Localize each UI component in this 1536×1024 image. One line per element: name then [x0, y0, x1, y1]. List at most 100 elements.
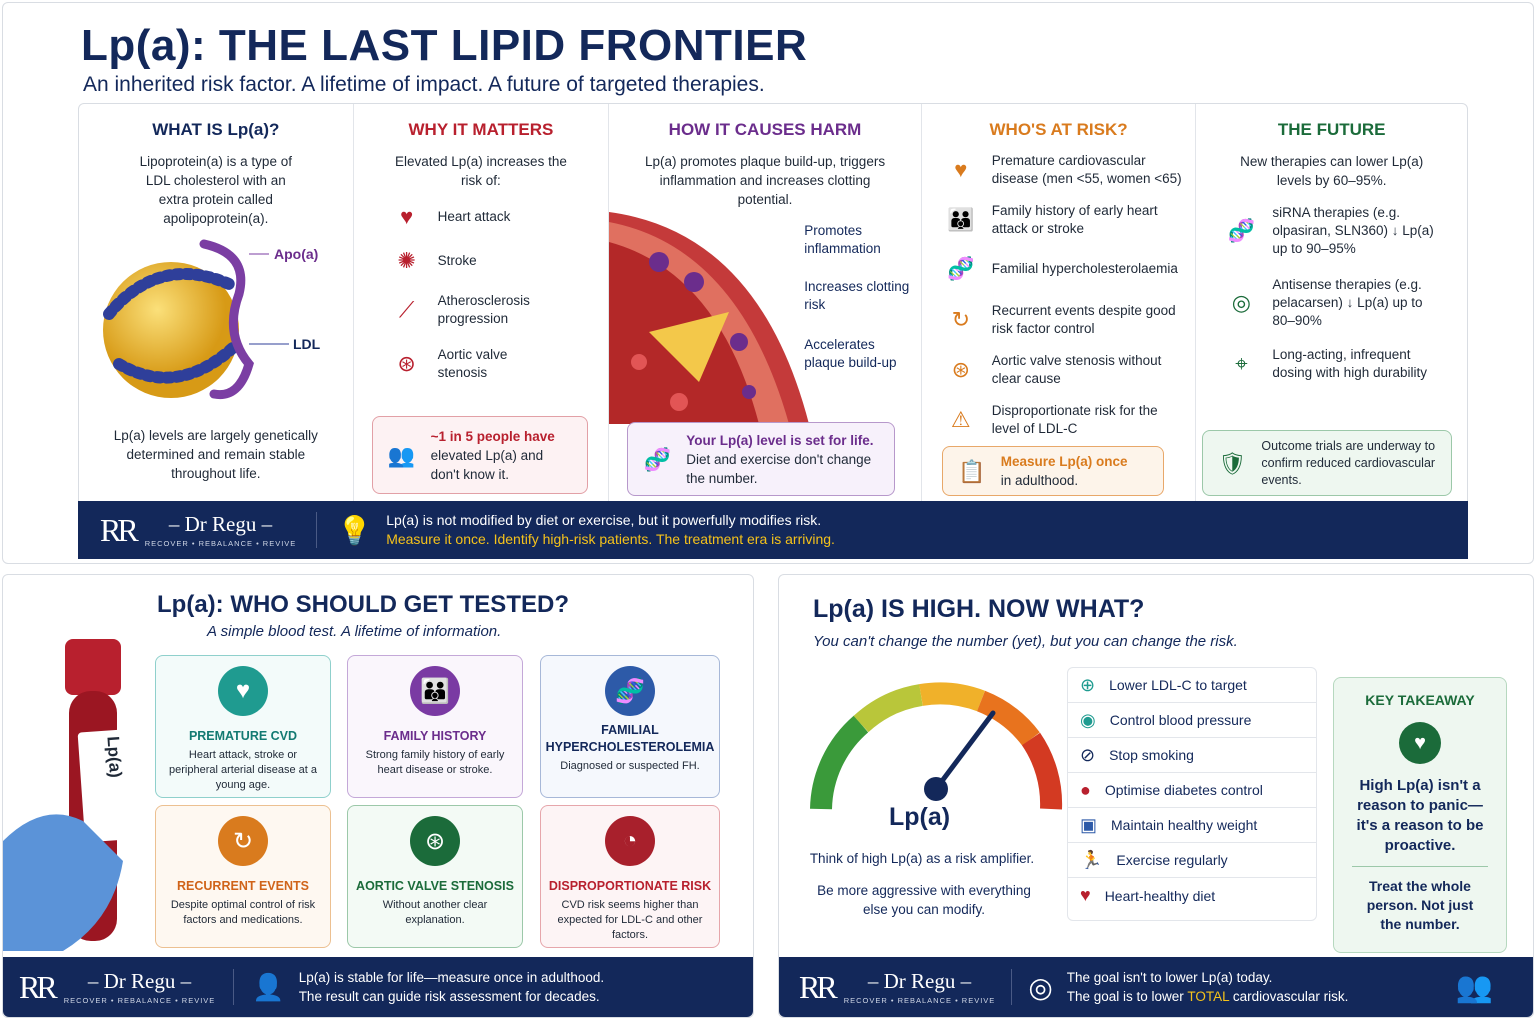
- column-how-harm: HOW IT CAUSES HARM Lp(a) promotes plaque…: [609, 104, 922, 502]
- prevalence-callout: 👥 ~1 in 5 people have elevated Lp(a) and…: [371, 416, 588, 494]
- what-heading: WHAT IS Lp(a)?: [152, 120, 280, 139]
- page-title: Lp(a): THE LAST LIPID FRONTIER: [81, 21, 808, 70]
- card-familial-hypercholesterolemia: 🧬 FAMILIAL HYPERCHOLESTEROLEMIA Diagnose…: [540, 655, 720, 798]
- target-icon: ⌖: [1235, 351, 1248, 376]
- target-icon: ◎: [1028, 971, 1053, 1003]
- gauge-label: Lp(a): [889, 803, 951, 831]
- takeaway-heading: KEY TAKEAWAY: [1365, 692, 1475, 708]
- blood-pressure-icon: ◉: [1080, 709, 1096, 730]
- now-what-footer-line-2: The goal is to lower TOTAL cardiovascula…: [1066, 989, 1349, 1004]
- people-icon: 👥: [387, 442, 416, 468]
- who-item-fh: 🧬Familial hypercholesterolaemia: [944, 252, 1184, 286]
- future-heading: THE FUTURE: [1277, 120, 1386, 139]
- group-icon: 👥: [1455, 970, 1493, 1004]
- who-item-aortic: ⊛Aortic valve stenosis without clear cau…: [944, 352, 1184, 388]
- divider: [1011, 969, 1013, 1005]
- cycle-icon: ↻: [951, 307, 970, 332]
- risk-item-aortic: ⊛Aortic valve stenosis: [390, 346, 560, 382]
- risk-item-atherosclerosis: ⟋Atherosclerosis progression: [390, 292, 580, 328]
- who-item-disproportionate: ⚠Disproportionate risk for the level of …: [944, 402, 1184, 438]
- future-item-sirna: 🧬siRNA therapies (e.g. olpasiran, SLN360…: [1224, 204, 1434, 258]
- future-item-long-acting: ⌖Long-acting, infrequent dosing with hig…: [1224, 346, 1434, 382]
- heart-pulse-icon: ♥: [954, 157, 968, 182]
- action-exercise: 🏃Exercise regularly: [1068, 843, 1316, 878]
- ldl-label: LDL: [293, 336, 321, 352]
- who-heading: WHO'S AT RISK?: [989, 120, 1128, 139]
- card-premature-cvd: ♥ PREMATURE CVD Heart attack, stroke or …: [155, 655, 331, 798]
- valve-icon: ⊛: [951, 357, 970, 382]
- now-what-footer-bar: RR – Dr Regu – RECOVER • REBALANCE • REV…: [779, 957, 1533, 1017]
- card-aortic-valve-stenosis: ⊛ AORTIC VALVE STENOSIS Without another …: [347, 805, 523, 948]
- card-recurrent-events: ↻ RECURRENT EVENTS Despite optimal contr…: [155, 805, 331, 948]
- who-item-recurrent: ↻Recurrent events despite good risk fact…: [944, 302, 1184, 338]
- dna-icon: 🧬: [643, 446, 671, 472]
- cycle-icon: ↻: [218, 816, 268, 866]
- gauge-note-2: Be more aggressive with everything else …: [817, 883, 1031, 917]
- doctor-icon: 👤: [252, 971, 285, 1002]
- arrow-down-icon: ⊕: [1080, 674, 1096, 695]
- how-label-inflammation: Promotes inflammation: [804, 223, 881, 256]
- heart-icon: ♥: [1080, 885, 1091, 905]
- blood-tube-illustration: [3, 639, 129, 951]
- dna-icon: 🧬: [1227, 218, 1256, 243]
- how-label-plaque: Accelerates plaque build-up: [804, 337, 897, 370]
- valve-icon: ⊛: [397, 351, 416, 376]
- now-what-title: Lp(a) IS HIGH. NOW WHAT?: [813, 595, 1145, 623]
- divider: [316, 512, 318, 548]
- lightbulb-icon: 💡: [337, 514, 373, 546]
- set-for-life-callout: 🧬 Your Lp(a) level is set for life.Diet …: [627, 422, 896, 496]
- ring-icon: ◎: [1231, 290, 1251, 315]
- logo: RR – Dr Regu – RECOVER • REBALANCE • REV…: [19, 968, 216, 1006]
- runner-icon: 🏃: [1080, 849, 1103, 870]
- how-intro: Lp(a) promotes plaque build-up, triggers…: [644, 154, 886, 207]
- action-weight: ▣Maintain healthy weight: [1068, 808, 1316, 843]
- logo-monogram-icon: RR: [19, 968, 58, 1005]
- dna-icon: 🧬: [947, 256, 975, 281]
- footer-line-2: Measure it once. Identify high-risk pati…: [386, 531, 835, 547]
- column-why-matters: WHY IT MATTERS Elevated Lp(a) increases …: [354, 104, 610, 502]
- risk-gauge: [810, 682, 1063, 810]
- columns-container: WHAT IS Lp(a)? Lipoprotein(a) is a type …: [78, 103, 1468, 503]
- card-disproportionate-risk: ◔ DISPROPORTIONATE RISK CVD risk seems h…: [540, 805, 720, 948]
- testing-footer-line-1: Lp(a) is stable for life—measure once in…: [298, 970, 605, 985]
- no-smoking-icon: ⊘: [1080, 744, 1096, 765]
- takeaway-main: High Lp(a) isn't a reason to panic—it's …: [1356, 777, 1484, 854]
- now-what-panel: Lp(a) IS HIGH. NOW WHAT? You can't chang…: [778, 574, 1534, 1018]
- action-stop-smoking: ⊘Stop smoking: [1068, 738, 1316, 773]
- artery-illustration: [609, 212, 810, 424]
- apo-label: Apo(a): [274, 246, 319, 262]
- logo: RR – Dr Regu – RECOVER • REBALANCE • REV…: [799, 968, 996, 1006]
- future-intro: New therapies can lower Lp(a) levels by …: [1240, 154, 1424, 188]
- clipboard-icon: 📋: [958, 458, 986, 484]
- why-heading: WHY IT MATTERS: [408, 120, 554, 139]
- action-list: ⊕Lower LDL-C to target ◉Control blood pr…: [1067, 667, 1317, 921]
- column-what-is: WHAT IS Lp(a)? Lipoprotein(a) is a type …: [79, 104, 354, 502]
- what-intro: Lipoprotein(a) is a type of LDL choleste…: [139, 154, 292, 226]
- how-heading: HOW IT CAUSES HARM: [668, 120, 862, 139]
- who-item-family: 👪Family history of early heart attack or…: [944, 202, 1184, 238]
- valve-icon: ⊛: [410, 816, 460, 866]
- blood-drop-icon: ●: [1080, 779, 1091, 800]
- heart-shield-icon: ♥: [1399, 722, 1441, 764]
- family-icon: 👪: [947, 207, 975, 232]
- top-infographic-panel: Lp(a): THE LAST LIPID FRONTIER An inheri…: [2, 2, 1534, 564]
- warning-icon: ⚠: [950, 407, 971, 432]
- gauge-note-1: Think of high Lp(a) as a risk amplifier.: [809, 851, 1035, 866]
- dna-icon: 🧬: [605, 666, 655, 716]
- scale-icon: ▣: [1080, 814, 1098, 835]
- why-intro: Elevated Lp(a) increases the risk of:: [394, 154, 567, 188]
- action-diet: ♥Heart-healthy diet: [1080, 885, 1216, 905]
- top-footer-bar: RR – Dr Regu – RECOVER • REBALANCE • REV…: [78, 501, 1468, 559]
- key-takeaway-box: KEY TAKEAWAY ♥ High Lp(a) isn't a reason…: [1333, 677, 1507, 953]
- heart-icon: ♥: [400, 204, 414, 229]
- testing-footer-bar: RR – Dr Regu – RECOVER • REBALANCE • REV…: [3, 957, 753, 1017]
- family-icon: 👪: [410, 666, 460, 716]
- heart-pulse-icon: ♥: [218, 666, 268, 716]
- column-future: THE FUTURE New therapies can lower Lp(a)…: [1196, 104, 1467, 502]
- now-what-subtitle: You can't change the number (yet), but y…: [813, 633, 1238, 650]
- takeaway-secondary: Treat the whole person. Not just the num…: [1366, 878, 1474, 932]
- tube-label: Lp(a): [103, 735, 126, 779]
- risk-item-stroke: ✺Stroke: [390, 244, 476, 278]
- action-diabetes: ●Optimise diabetes control: [1068, 773, 1316, 808]
